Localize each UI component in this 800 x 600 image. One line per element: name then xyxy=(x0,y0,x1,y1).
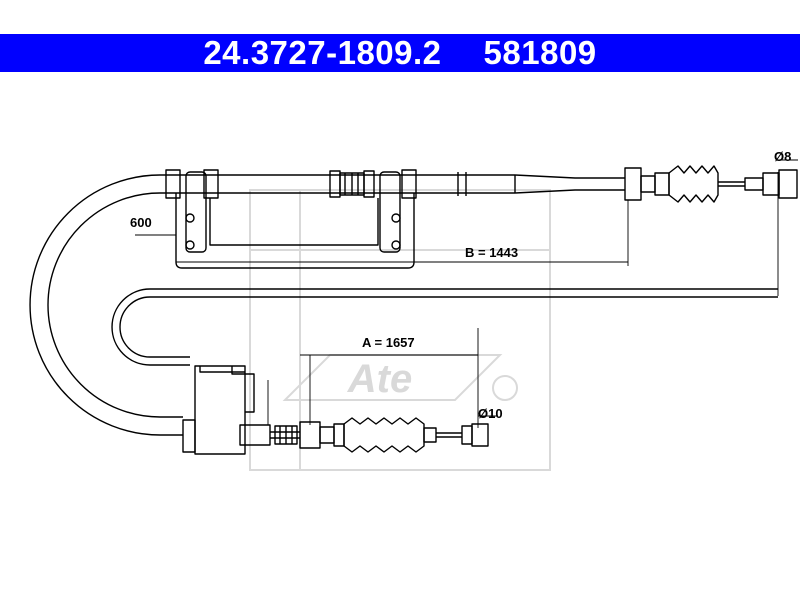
diameter-top-label: Ø8 xyxy=(774,149,791,164)
diameter-bottom-label: Ø10 xyxy=(478,406,503,421)
upper-mounting-bracket xyxy=(175,171,415,269)
title-bar: 24.3727-1809.2 581809 xyxy=(0,34,800,72)
upper-end-fitting xyxy=(624,165,798,203)
lower-cable-run xyxy=(182,365,489,455)
cable-sheath xyxy=(29,174,778,436)
offset-label: 600 xyxy=(130,215,152,230)
part-number: 24.3727-1809.2 xyxy=(203,34,442,71)
header-band xyxy=(0,34,800,72)
watermark-text: Ate xyxy=(347,357,412,401)
length-a-label: A = 1657 xyxy=(362,335,415,350)
watermark-logo: Ate xyxy=(249,189,551,471)
part-code: 581809 xyxy=(483,34,597,71)
upper-cable-run xyxy=(165,169,625,199)
dimension-lines xyxy=(135,159,798,428)
length-b-label: B = 1443 xyxy=(465,245,518,260)
